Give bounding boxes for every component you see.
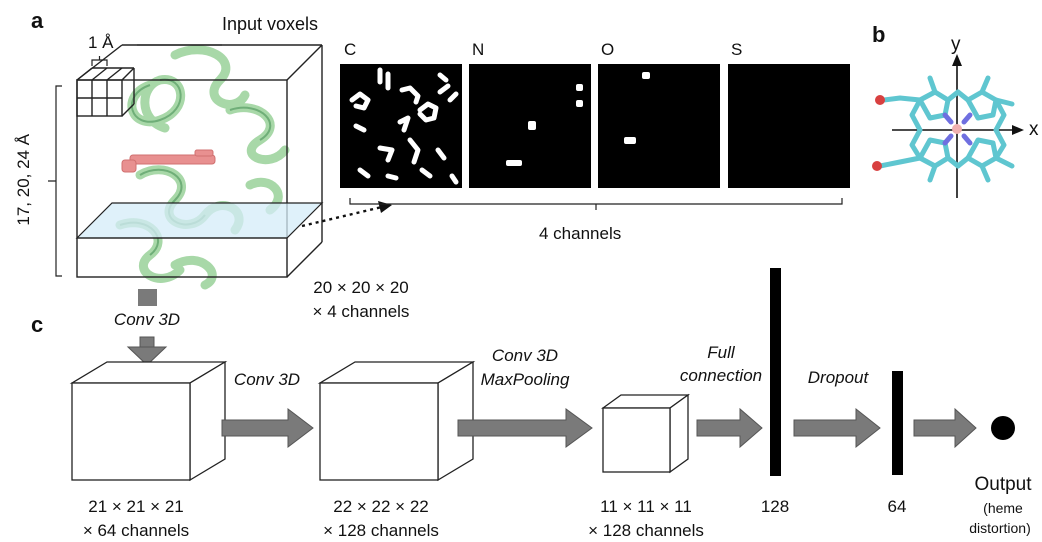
input-voxels-title: Input voxels [222, 14, 319, 34]
input-dims-line2: × 4 channels [312, 302, 410, 321]
side-bracket [48, 85, 62, 277]
output-note-line2: distortion) [969, 520, 1031, 536]
step-label-dropout: Dropout [807, 368, 869, 387]
layer3-dims-line2: × 128 channels [588, 521, 704, 540]
layer1-dims-line1: 21 × 21 × 21 [88, 497, 184, 516]
arrow-output [913, 407, 977, 449]
channels-bracket [349, 198, 843, 210]
dense-layer-128 [770, 268, 781, 476]
channel-label-s: S [731, 40, 743, 59]
layer1-dims-line2: × 64 channels [82, 521, 190, 540]
layer3-dims-line1: 11 × 11 × 11 [600, 497, 692, 516]
heme-ligand [121, 149, 216, 173]
channel-image-o [598, 64, 720, 188]
layer2-dims-line1: 22 × 22 × 22 [333, 497, 429, 516]
channel-image-c [340, 64, 462, 188]
channel-label-n: N [472, 40, 485, 59]
axis-label-y: y [951, 34, 961, 55]
step-label-connection: connection [679, 366, 763, 385]
layer2-dims-line2: × 128 channels [323, 521, 439, 540]
slice-pointer-head [378, 201, 392, 213]
dense2-size: 64 [887, 497, 907, 516]
conv-input-label: Conv 3D [113, 310, 181, 329]
cube-layer1 [69, 360, 228, 482]
panel-label-c: c [31, 312, 44, 337]
porphyrin-oxygen-top [875, 95, 885, 105]
channels-caption: 4 channels [539, 224, 622, 243]
output-note-line1: (heme [983, 500, 1023, 516]
dense1-size: 128 [760, 497, 790, 516]
dense-layer-64 [892, 371, 903, 475]
protein-ribbon [115, 45, 290, 290]
scale-bracket [91, 56, 108, 66]
arrow-conv2 [457, 408, 593, 448]
arrow-dropout [793, 407, 881, 449]
step-label-maxpool: MaxPooling [480, 370, 570, 389]
step-label-conv: Conv 3D [233, 370, 301, 389]
step-label-full: Full [707, 343, 735, 362]
porphyrin-ring [877, 75, 1015, 183]
input-stub [138, 289, 157, 306]
cube-layer2 [317, 360, 476, 482]
output-label: Output [974, 474, 1032, 495]
voxel-scale-label: 1 Å [88, 33, 114, 52]
channel-label-c: C [344, 40, 357, 59]
output-node [991, 416, 1015, 440]
panel-label-a: a [31, 8, 44, 33]
porphyrin-oxygen-bottom [872, 161, 882, 171]
channel-image-s [728, 64, 850, 188]
voxel-slice [75, 202, 324, 239]
porphyrin-nitrogen [942, 112, 973, 146]
channel-label-o: O [601, 40, 615, 59]
input-dims-line1: 20 × 20 × 20 [313, 278, 409, 297]
channel-image-n [469, 64, 591, 188]
arrow-conv1 [221, 407, 314, 449]
step-label-conv2: Conv 3D [491, 346, 559, 365]
arrow-fc [696, 407, 763, 449]
voxel-grid [76, 67, 135, 117]
cube-layer3 [600, 393, 691, 474]
box-side-label: 17, 20, 24 Å [14, 133, 34, 226]
down-arrow [126, 336, 168, 366]
axis-label-x: x [1029, 119, 1039, 140]
panel-label-b: b [872, 22, 886, 47]
porphyrin-iron [952, 124, 962, 134]
